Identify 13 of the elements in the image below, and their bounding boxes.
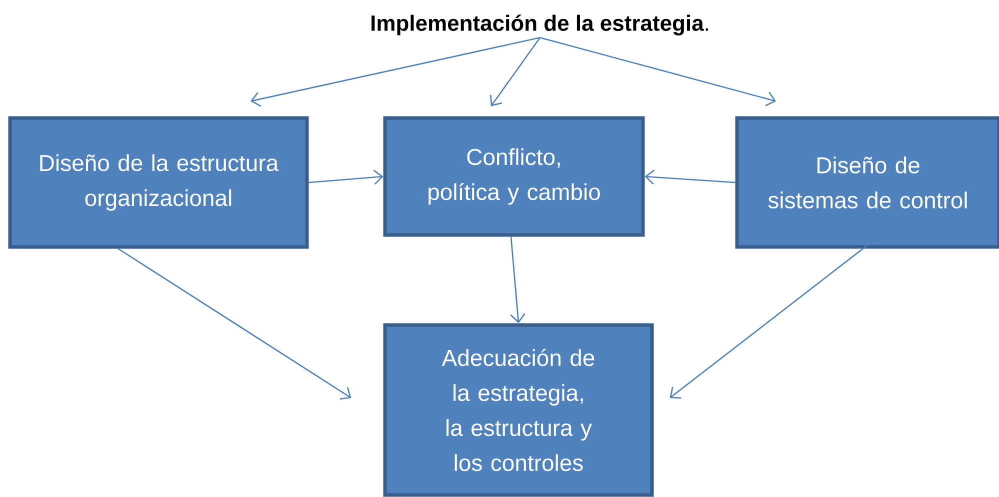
process-box: Conflicto, política y cambio: [383, 116, 645, 237]
arrow: [644, 170, 736, 185]
arrow: [490, 37, 541, 106]
title: Implementación de la estrategia.: [372, 14, 708, 36]
process-box: Adecuación de la estrategia, la estructura y los controles: [383, 323, 654, 497]
arrow: [510, 236, 526, 324]
arrow: [670, 238, 876, 399]
arrow: [540, 36, 776, 106]
process-box: Diseño de sistemas de control: [735, 116, 999, 249]
arrow: [308, 170, 384, 185]
arrow: [118, 248, 352, 400]
process-box: Diseño de la estructura organizacional: [8, 116, 309, 249]
arrow: [250, 36, 540, 107]
